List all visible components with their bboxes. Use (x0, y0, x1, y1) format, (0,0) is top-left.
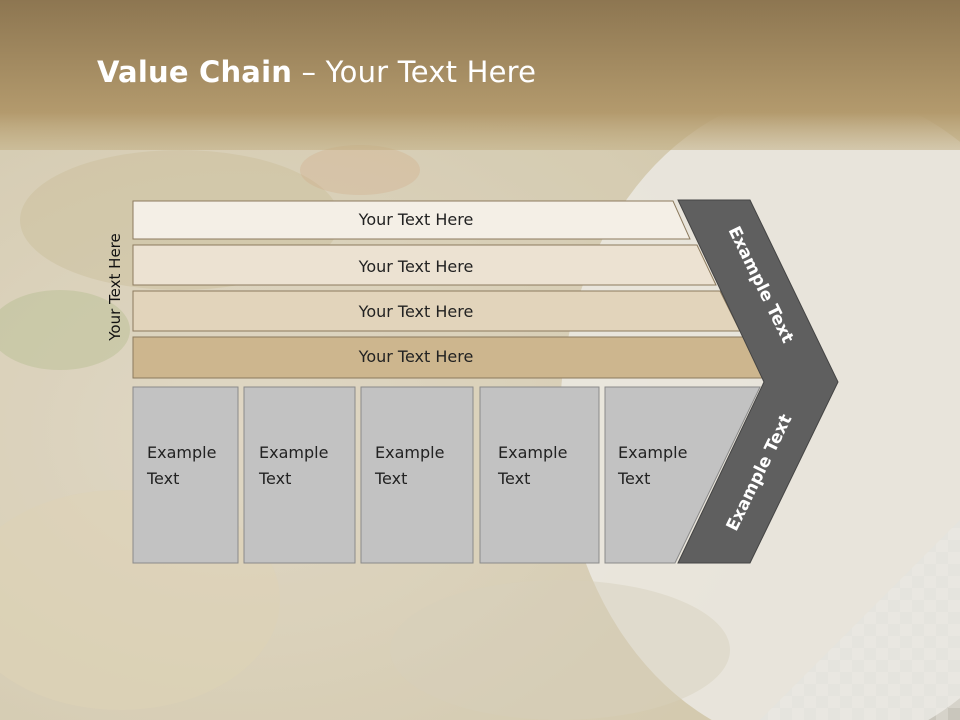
activity-box-4[interactable]: Example Text (479, 386, 600, 564)
activity-box-3[interactable]: Example Text (360, 386, 474, 564)
reflect-box-1 (132, 566, 239, 720)
slide-title: Value Chain – Your Text Here (97, 55, 536, 89)
box-shape-4 (479, 386, 600, 564)
title-rest: – Your Text Here (292, 55, 537, 89)
box-shape-2 (243, 386, 356, 564)
box-line1-1: Example (147, 443, 216, 462)
reflect-line2-1: Text (146, 642, 179, 661)
reflect-box-3 (360, 566, 474, 720)
reflect-line1-3: Example (375, 668, 444, 687)
row-shape-2 (132, 244, 717, 286)
reflect-box-2 (243, 566, 356, 720)
reflect-chevron (678, 567, 762, 720)
reflect-line1-5: Example (618, 668, 687, 687)
activity-box-2[interactable]: Example Text (243, 386, 356, 564)
row-shape-1 (132, 200, 691, 240)
row-label-1: Your Text Here (358, 210, 474, 229)
row-bar-3[interactable]: Your Text Here (132, 290, 741, 332)
activity-box-1[interactable]: Example Text (132, 386, 239, 564)
row-bar-4[interactable]: Your Text Here (132, 336, 764, 379)
reflect-chevron-tip (750, 567, 825, 720)
reflect-line1-1: Example (147, 668, 216, 687)
box-line2-4: Text (497, 469, 530, 488)
box-line1-3: Example (375, 443, 444, 462)
row-bar-2[interactable]: Your Text Here (132, 244, 717, 286)
box-line2-2: Text (258, 469, 291, 488)
box-line1-5: Example (618, 443, 687, 462)
diagram-reflection: Example Text Example Text Example Text E… (132, 566, 825, 720)
reflect-line1-4: Example (498, 668, 567, 687)
box-line2-5: Text (617, 469, 650, 488)
row-label-4: Your Text Here (358, 347, 474, 366)
chevron-shape (677, 199, 839, 564)
reflect-line2-4: Text (497, 642, 530, 661)
box-shape-1 (132, 386, 239, 564)
row-bar-1[interactable]: Your Text Here (132, 200, 691, 240)
reflect-line2-3: Text (374, 642, 407, 661)
box-shape-5 (604, 386, 761, 564)
activity-box-5[interactable]: Example Text (604, 386, 761, 564)
row-label-2: Your Text Here (358, 257, 474, 276)
title-bold: Value Chain (97, 55, 293, 89)
box-line2-1: Text (146, 469, 179, 488)
reflect-box-4 (479, 566, 600, 720)
reflect-line2-5: Text (617, 642, 650, 661)
box-shape-3 (360, 386, 474, 564)
reflect-line2-2: Text (258, 642, 291, 661)
box-line1-4: Example (498, 443, 567, 462)
box-line2-3: Text (374, 469, 407, 488)
row-label-3: Your Text Here (358, 302, 474, 321)
box-line1-2: Example (259, 443, 328, 462)
reflect-line1-2: Example (259, 668, 328, 687)
